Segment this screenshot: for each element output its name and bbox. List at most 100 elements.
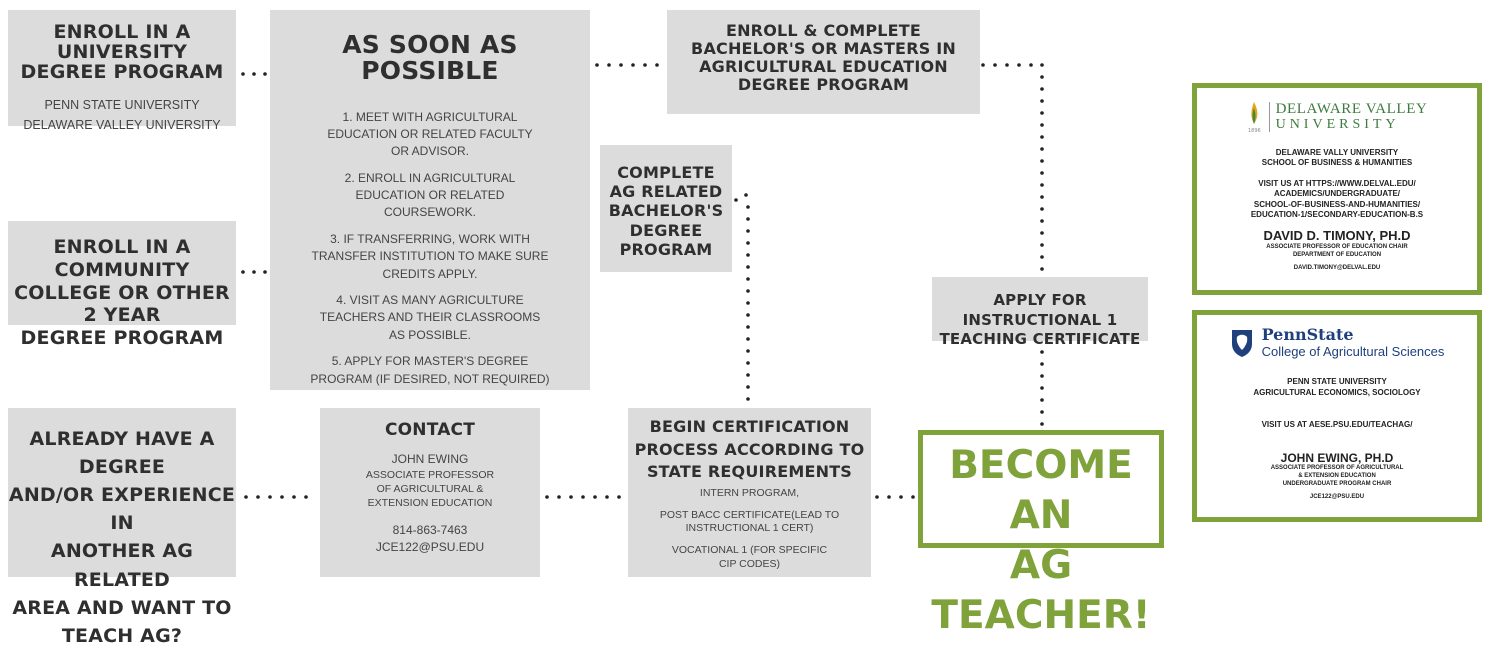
psu-inst-1: PENN STATE UNIVERSITY [1287,377,1387,387]
dvu-url-4[interactable]: EDUCATION-1/SECONDARY-EDUCATION-B.S [1250,209,1424,219]
connector-bach-begin [734,193,750,401]
enroll-university-title-2: DEGREE PROGRAM [20,60,224,83]
apply-certificate-box: APPLY FOR INSTRUCTIONAL 1 TEACHING CERTI… [932,277,1148,348]
enroll-complete-title-3: AGRICULTURAL EDUCATION [699,56,948,76]
enroll-university-title-1: ENROLL IN A UNIVERSITY [53,21,191,63]
contact-phone[interactable]: 814-863-7463 [392,523,468,538]
contact-role-3: EXTENSION EDUCATION [367,496,493,509]
dvu-url-3[interactable]: SCHOOL-OF-BUSINESS-AND-HUMANITIES/ [1253,199,1421,209]
apply-cert-title-2: TEACHING CERTIFICATE [939,330,1141,348]
dvu-url-2[interactable]: ACADEMICS/UNDERGRADUATE/ [1273,189,1401,199]
asap-step-line: EDUCATION OR RELATED FACULTY [327,126,533,141]
begin-cert-title-3: STATE REQUIREMENTS [646,462,853,482]
already-title-2: AND/OR EXPERIENCE IN [8,484,236,535]
enroll-cc-title-2: COLLEGE OR OTHER 2 YEAR [14,281,230,327]
dvu-logo: 1896 DELAWARE VALLEY UNIVERSITY [1197,100,1477,134]
dvu-role-1: ASSOCIATE PROFESSOR OF EDUCATION CHAIR [1266,244,1408,251]
asap-step-line: TEACHERS AND THEIR CLASSROOMS [319,310,541,325]
asap-step: 2. ENROLL IN AGRICULTURAL EDUCATION OR RE… [270,170,590,222]
begin-cert-title-2: PROCESS ACCORDING TO [634,439,865,459]
already-title-1: ALREADY HAVE A DEGREE [29,428,215,479]
dvu-email[interactable]: DAVID.TIMONY@DELVAL.EDU [1293,264,1381,271]
as-soon-as-possible-box: AS SOON AS POSSIBLE 1. MEET WITH AGRICUL… [270,10,590,390]
asap-step-line: AS POSSIBLE. [388,327,472,342]
enroll-university-box: ENROLL IN A UNIVERSITY DEGREE PROGRAM PE… [8,10,236,132]
connector-cc-asap [241,270,267,274]
contact-role-1: ASSOCIATE PROFESSOR [365,469,495,482]
univ-option-dvu: DELAWARE VALLEY UNIVERSITY [23,117,221,132]
enroll-complete-title-2: BACHELOR'S OR MASTERS IN [691,38,956,58]
connector-already-contact [244,495,308,499]
connector-lines [241,63,1044,499]
psu-logo-line-2: College of Agricultural Sciences [1261,343,1445,359]
psu-inst-2: AGRICULTURAL ECONOMICS, SOCIOLOGY [1253,387,1421,397]
begin-cert-line-4: VOCATIONAL 1 (FOR SPECIFIC [671,544,828,557]
connector-contact-begin [545,495,621,499]
enroll-cc-title-3: DEGREE PROGRAM [20,327,224,350]
enroll-complete-title-1: ENROLL & COMPLETE [725,21,922,40]
psu-contact-name: JOHN EWING, PH.D [1280,451,1394,466]
connector-apply-become [1040,350,1044,426]
become-title-2: AG TEACHER! [931,542,1151,638]
asap-steps-list: 1. MEET WITH AGRICULTURAL EDUCATION OR RE… [270,109,590,388]
contact-title: CONTACT [384,420,476,440]
nittany-lion-shield-icon [1231,330,1252,358]
asap-step-line: COURSEWORK. [383,205,476,220]
already-have-degree-box: ALREADY HAVE A DEGREE AND/OR EXPERIENCE … [8,408,236,647]
asap-step: 4. VISIT AS MANY AGRICULTURE TEACHERS AND… [270,292,590,344]
delaware-valley-card: 1896 DELAWARE VALLEY UNIVERSITY DELAWARE… [1192,83,1482,295]
asap-step-line: PROGRAM (IF DESIRED, NOT REQUIRED) [310,371,550,386]
psu-logo: PennState College of Agricultural Scienc… [1197,325,1477,359]
complete-bach-title-1: COMPLETE [617,163,715,182]
begin-cert-line-2: POST BACC CERTIFICATE(LEAD TO [659,508,840,521]
asap-step-line: EDUCATION OR RELATED [355,188,505,203]
asap-title: AS SOON AS POSSIBLE [342,30,518,86]
complete-bachelors-box: COMPLETE AG RELATED BACHELOR'S DEGREE PR… [600,145,732,272]
dvu-inst-2: SCHOOL OF BUSINESS & HUMANITIES [1261,158,1413,168]
asap-step-line: OR ADVISOR. [390,144,470,159]
dvu-inst-1: DELAWARE VALLY UNIVERSITY [1275,148,1399,157]
contact-name: JOHN EWING [391,451,469,466]
psu-role-3: UNDERGRADUATE PROGRAM CHAIR [1282,480,1392,487]
psu-url[interactable]: VISIT US AT AESE.PSU.EDU/TEACHAG/ [1261,420,1413,430]
asap-step-line: 2. ENROLL IN AGRICULTURAL [344,170,516,185]
dvu-logo-line-1: DELAWARE VALLEY [1275,100,1428,117]
already-title-5: TEACH AG? [61,624,183,647]
connector-univ-asap [241,72,267,76]
complete-bach-title-4: DEGREE PROGRAM [619,220,713,259]
psu-email[interactable]: JCE122@PSU.EDU [1309,493,1365,500]
enroll-complete-title-4: DEGREE PROGRAM [737,74,910,94]
begin-cert-line-5: CIP CODES) [718,557,781,570]
contact-role-2: OF AGRICULTURAL & [376,483,484,496]
penn-state-card: PennState College of Agricultural Scienc… [1192,310,1482,522]
enroll-community-college-box: ENROLL IN A COMMUNITY COLLEGE OR OTHER 2… [8,221,236,349]
flame-icon: 1896 [1248,102,1261,134]
svg-text:1896: 1896 [1248,128,1261,134]
asap-step-line: 1. MEET WITH AGRICULTURAL [342,109,518,124]
dvu-contact-name: DAVID D. TIMONY, PH.D [1263,228,1411,244]
dvu-logo-line-2: UNIVERSITY [1275,116,1400,132]
become-ag-teacher-box: BECOME AN AG TEACHER! [918,430,1164,638]
univ-option-psu: PENN STATE UNIVERSITY [44,97,200,112]
already-title-3: ANOTHER AG RELATED [50,540,194,591]
connector-begin-become [875,495,915,499]
asap-step-line: 3. IF TRANSFERRING, WORK WITH [330,231,530,246]
apply-cert-title-1: APPLY FOR INSTRUCTIONAL 1 [962,291,1118,329]
enroll-cc-title-1: ENROLL IN A COMMUNITY [53,236,191,281]
begin-certification-box: BEGIN CERTIFICATION PROCESS ACCORDING TO… [628,408,871,577]
asap-step: 1. MEET WITH AGRICULTURAL EDUCATION OR RE… [270,109,590,161]
contact-email[interactable]: JCE122@PSU.EDU [375,539,485,554]
contact-box: CONTACT JOHN EWING ASSOCIATE PROFESSOR O… [320,408,540,577]
dvu-role-2: DEPARTMENT OF EDUCATION [1292,252,1382,259]
asap-step-line: 4. VISIT AS MANY AGRICULTURE [336,293,524,308]
begin-cert-title-1: BEGIN CERTIFICATION [649,417,850,436]
asap-step-line: CREDITS APPLY. [382,266,478,281]
psu-logo-line-1: PennState [1261,325,1354,344]
connector-enroll-apply [981,63,1044,271]
connector-asap-enroll [595,63,659,67]
complete-bach-title-3: BACHELOR'S [608,201,724,221]
dvu-url-1[interactable]: VISIT US AT HTTPS://WWW.DELVAL.EDU/ [1258,178,1416,188]
psu-role-2: & EXTENSION EDUCATION [1298,472,1376,479]
